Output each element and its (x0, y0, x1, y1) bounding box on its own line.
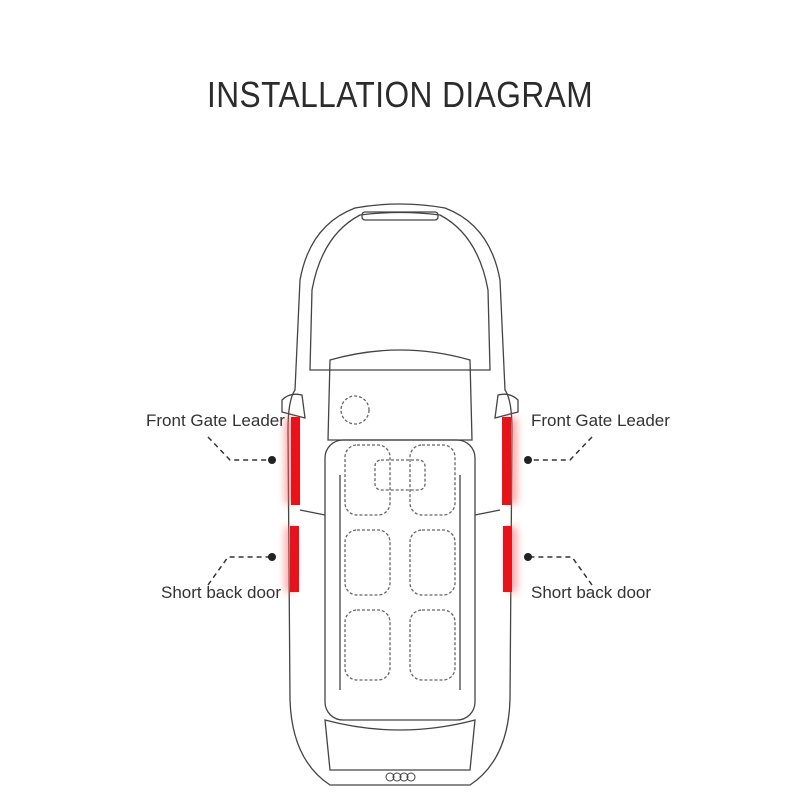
strip-glows (285, 418, 517, 592)
leader-dots (268, 456, 532, 561)
front-left-seal-strip (291, 417, 300, 505)
leader-lines (207, 436, 593, 586)
label-short-back-door-left: Short back door (161, 583, 282, 602)
back-right-seal-strip (503, 526, 512, 592)
car-outline (281, 203, 519, 786)
diagram-title: INSTALLATION DIAGRAM (206, 74, 594, 115)
label-front-gate-leader-right: Front Gate Leader (531, 411, 670, 430)
front-right-seal-strip (502, 417, 511, 505)
back-left-seal-strip (290, 526, 299, 592)
label-short-back-door-right: Short back door (531, 583, 652, 602)
label-front-gate-leader-left: Front Gate Leader (146, 411, 285, 430)
